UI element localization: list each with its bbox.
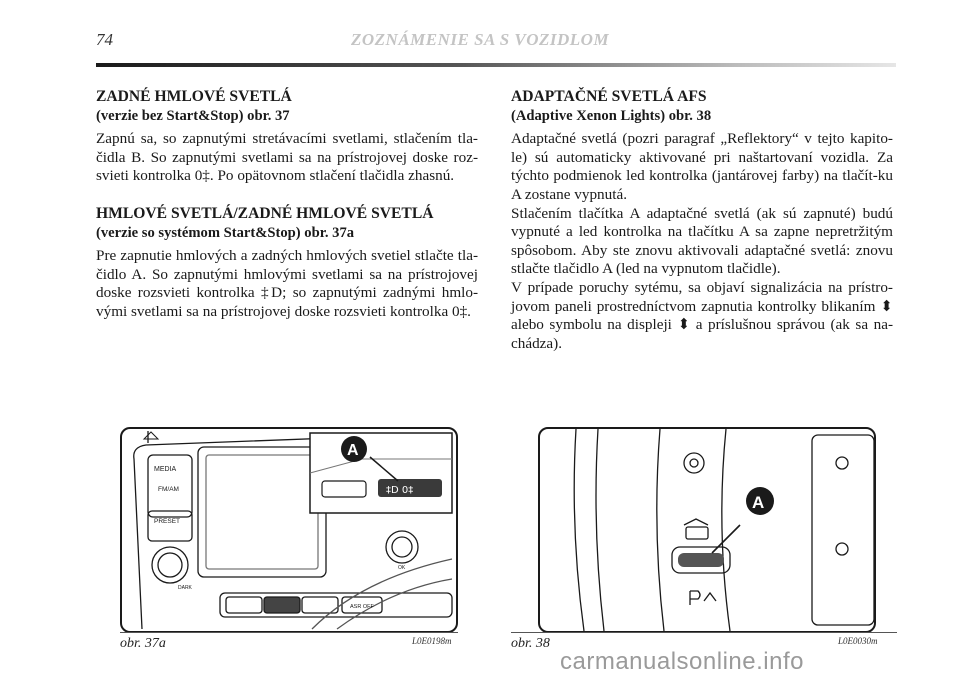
ok-label: OK [398, 565, 406, 571]
preset-label: PRESET [154, 518, 180, 525]
running-title: ZOZNÁMENIE SA S VOZIDLOM [351, 30, 610, 49]
paragraph-afs-1: Adaptačné svetlá (pozri paragraf „Reflek… [511, 130, 893, 203]
media-label: MEDIA [154, 466, 177, 473]
left-column: ZADNÉ HMLOVÉ SVETLÁ (verzie bez Start&St… [96, 88, 478, 327]
section-title-afs: ADAPTAČNÉ SVETLÁ AFS [511, 88, 707, 105]
fmam-label: FM/AM [158, 486, 179, 493]
svg-text:‡D 0‡: ‡D 0‡ [386, 485, 413, 496]
figure-38: A [538, 427, 876, 633]
section-subtitle-afs: (Adaptive Xenon Lights) obr. 38 [511, 107, 712, 124]
header-rule [96, 63, 896, 67]
paragraph-fog-lights: Pre zapnutie hmlových a zadných hmlových… [96, 247, 478, 320]
section-title-fog-lights: HMLOVÉ SVETLÁ/ZADNÉ HMLOVÉ SVETLÁ [96, 204, 434, 222]
dashboard-illustration: ‡D 0‡ A MEDIA FM/AM PRESET DARK ASR OFF … [133, 431, 453, 630]
section-subtitle-rear-fog: (verzie bez Start&Stop) obr. 37 [96, 107, 290, 124]
watermark-text: carmanualsonline.info [560, 648, 804, 675]
switch-panel-illustration: A [573, 429, 874, 631]
asr-label: ASR OFF [350, 604, 374, 610]
paragraph-rear-fog: Zapnú sa, so zapnutými stretávacími svet… [96, 130, 478, 185]
figure-37a-code: L0E0198m [412, 636, 452, 646]
figure-37a: ‡D 0‡ A MEDIA FM/AM PRESET DARK ASR OFF … [120, 427, 458, 633]
callout-a-37a: A [347, 442, 359, 459]
figure-38-rule [511, 632, 897, 633]
dark-label: DARK [178, 585, 193, 591]
section-title-rear-fog: ZADNÉ HMLOVÉ SVETLÁ [96, 88, 292, 105]
callout-a-38: A [752, 493, 764, 512]
paragraph-afs-2: Stlačením tlačítka A adaptačné svetlá (a… [511, 204, 893, 278]
page-header: 74 ZOZNÁMENIE SA S VOZIDLOM [96, 30, 896, 58]
right-column: ADAPTAČNÉ SVETLÁ AFS (Adaptive Xenon Lig… [511, 88, 893, 358]
page-number: 74 [96, 30, 113, 49]
section-subtitle-fog-lights: (verzie so systémom Start&Stop) obr. 37a [96, 224, 355, 241]
figure-38-code: L0E0030m [838, 636, 878, 646]
figure-38-label: obr. 38 [511, 636, 550, 651]
figure-37a-label: obr. 37a [120, 636, 166, 651]
paragraph-afs-3: V prípade poruchy sytému, sa objaví sign… [511, 278, 893, 352]
figure-37a-rule [120, 632, 458, 633]
